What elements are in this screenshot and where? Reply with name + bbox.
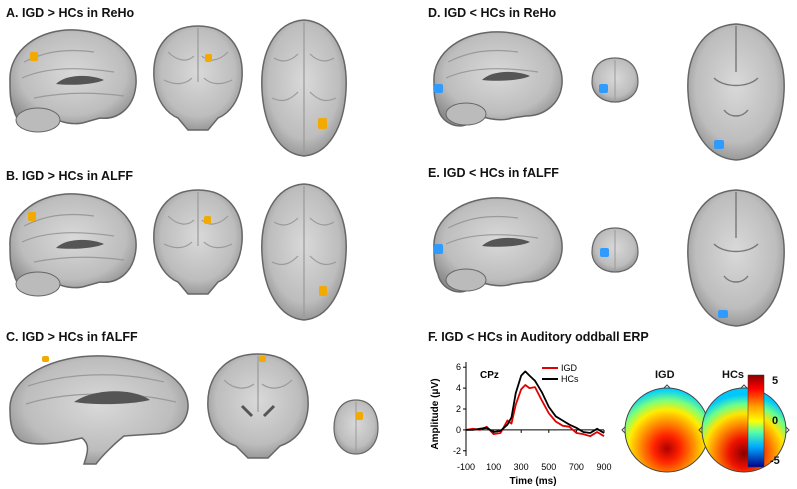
colorbar-tick-zero: 0 — [772, 415, 779, 427]
panel-b-coronal-brain — [153, 189, 243, 295]
deactivation-blob — [600, 248, 609, 257]
panel-f-title: F. IGD < HCs in Auditory oddball ERP — [428, 330, 649, 344]
activation-blob — [318, 118, 327, 129]
panel-b-title: B. IGD > HCs in ALFF — [6, 169, 133, 183]
activation-blob — [205, 54, 212, 62]
panel-c-axial-brain — [333, 399, 379, 455]
activation-blob — [30, 52, 38, 61]
panel-d-axial-brain — [687, 23, 785, 161]
panel-c-sagittal-brain — [9, 355, 189, 465]
activation-blob — [204, 216, 211, 224]
panel-b-sagittal-brain — [9, 193, 137, 297]
panel-d-sagittal-brain — [433, 31, 563, 127]
activation-blob — [319, 286, 327, 296]
deactivation-blob — [718, 310, 728, 318]
panel-e-sagittal-brain — [433, 197, 563, 293]
series-line-hcs — [466, 370, 605, 434]
erp-electrode-label: CPz — [480, 370, 499, 381]
y-tick-label: -2 — [453, 446, 461, 456]
topomap-hcs — [698, 384, 790, 473]
x-tick-label: -100 — [457, 462, 475, 472]
y-tick-label: 2 — [456, 404, 461, 414]
legend-igd: IGD — [561, 363, 578, 373]
erp-line-chart: 6 4 2 0 -2 -100 100 300 500 700 900 CPz IGD HCs Ti… — [430, 362, 612, 487]
panel-e-axial-brain — [687, 189, 785, 327]
activation-blob — [356, 412, 363, 420]
panel-a-title: A. IGD > HCs in ReHo — [6, 6, 135, 20]
activation-blob — [42, 356, 49, 362]
panel-a-coronal-brain — [153, 25, 243, 131]
y-tick-label: 0 — [456, 425, 461, 435]
series-line-igd — [465, 384, 605, 438]
x-tick-label: 300 — [514, 462, 529, 472]
x-axis-label: Time (ms) — [509, 476, 556, 487]
panel-d-title: D. IGD < HCs in ReHo — [428, 6, 557, 20]
panel-c-title: C. IGD > HCs in fALFF — [6, 330, 138, 344]
y-tick-label: 6 — [456, 362, 461, 372]
deactivation-blob — [599, 84, 608, 93]
panel-e-occipital-brain — [591, 227, 639, 273]
panel-a-sagittal-brain — [9, 29, 137, 133]
x-tick-label: 100 — [486, 462, 501, 472]
panel-e-title: E. IGD < HCs in fALFF — [428, 166, 559, 180]
topomap-igd — [621, 384, 713, 473]
activation-blob — [28, 212, 36, 221]
y-axis-label: Amplitude (μV) — [430, 378, 441, 449]
x-tick-label: 500 — [541, 462, 556, 472]
activation-blob — [259, 356, 266, 362]
colorbar-tick-min: -5 — [770, 455, 780, 467]
topomap-label-igd: IGD — [655, 369, 675, 381]
panel-d-occipital-brain — [591, 57, 639, 103]
erp-legend: IGD HCs — [542, 363, 579, 384]
colorbar-tick-max: 5 — [772, 375, 779, 387]
panel-a-axial-brain — [261, 19, 347, 157]
x-tick-label: 900 — [596, 462, 611, 472]
panel-b-axial-brain — [261, 183, 347, 321]
topomap-label-hcs: HCs — [722, 369, 745, 381]
panel-c-coronal-brain — [207, 353, 309, 459]
y-tick-label: 4 — [456, 383, 461, 393]
deactivation-blob — [434, 244, 443, 254]
x-tick-label: 700 — [569, 462, 584, 472]
deactivation-blob — [434, 84, 443, 93]
legend-hcs: HCs — [561, 374, 579, 384]
colorbar — [747, 374, 765, 468]
deactivation-blob — [714, 140, 724, 149]
